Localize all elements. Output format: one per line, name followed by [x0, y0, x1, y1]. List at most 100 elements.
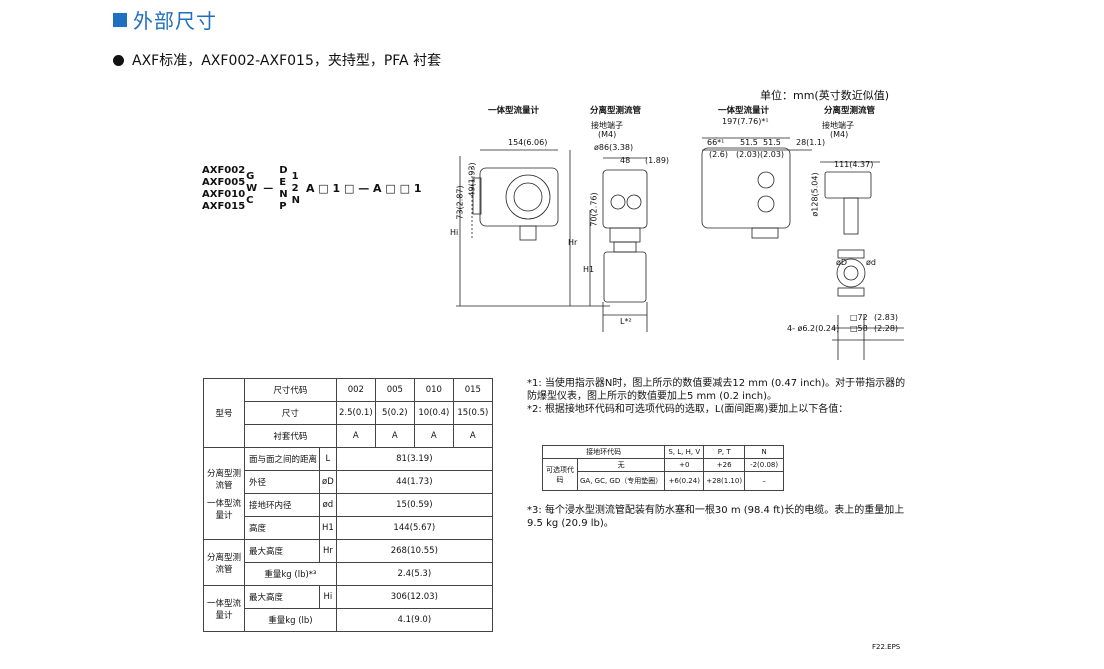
label-d111: 111(4.37) — [834, 160, 874, 169]
group-remote-tube: 分离型测流管 — [206, 468, 241, 491]
label-d86: ø86(3.38) — [594, 143, 634, 152]
suffix2-list: D E N P — [279, 165, 287, 213]
label-d189: (1.89) — [645, 156, 670, 165]
size-code-cell: 005 — [374, 378, 415, 402]
size-cell: 10(0.4) — [413, 401, 454, 425]
lining-cell: A — [413, 424, 454, 448]
label-d70: 70(2.76) — [589, 192, 599, 227]
row-sym: Hi — [319, 585, 337, 609]
display-window — [505, 174, 551, 220]
opt-value: -2(0.08) — [744, 458, 785, 472]
suffix1-list: G W C — [246, 171, 257, 207]
suffix3-item: N — [291, 195, 300, 206]
label-d128: ø128(5.04) — [810, 172, 820, 217]
size-cell: 15(0.5) — [452, 401, 493, 425]
label-d203b: (2.03) — [760, 150, 785, 159]
section-title: 外部尺寸 — [113, 5, 217, 34]
lining-cell: A — [374, 424, 415, 448]
lining-cell: A — [452, 424, 493, 448]
label-od: øD — [836, 258, 848, 267]
label-remote-left: 分离型测流管 — [590, 106, 642, 116]
note-3: *3: 每个浸水型测流管配装有防水塞和一根30 m (98.4 ft)长的电缆。… — [527, 505, 905, 529]
label-sq72: □72 — [850, 313, 868, 322]
label-h1: H1 — [583, 265, 595, 274]
flow-tube — [603, 251, 647, 303]
size-code-cell: 010 — [413, 378, 454, 402]
label-d283: (2.83) — [874, 313, 899, 322]
note-2: *2: 根据接地环代码和可选项代码的选取，L(面间距离)要加上以下各值： — [527, 404, 849, 415]
group-integral-meter: 一体型流量计 — [206, 498, 241, 521]
model-code: AXF002 AXF005 AXF010 AXF015 G W C — D E … — [202, 165, 421, 213]
label-d49: 49(1.93) — [467, 162, 477, 197]
row-value: 268(10.55) — [335, 539, 493, 563]
label-l: L*² — [620, 317, 632, 326]
opt-code: GA, GC, GD（专用垫圈） — [576, 471, 666, 491]
label-d28: 28(1.1) — [796, 138, 826, 147]
square-bullet-icon — [113, 12, 127, 27]
label-ground-terminal-right: 接地端子 — [822, 121, 854, 130]
opt-header: P, T — [703, 445, 746, 459]
label-d154: 154(6.06) — [508, 138, 548, 147]
section-title-text: 外部尺寸 — [133, 9, 217, 33]
row-name: 最大高度 — [243, 585, 321, 609]
model-label: 型号 — [203, 378, 245, 448]
row-value: 144(5.67) — [335, 516, 493, 540]
size-cell: 2.5(0.1) — [335, 401, 376, 425]
note-1: *1: 当使用指示器N时，图上所示的数值要减去12 mm (0.47 inch)… — [527, 378, 906, 402]
suffix2-item: P — [279, 201, 287, 212]
subtitle-text: AXF标准，AXF002-AXF015，夹持型，PFA 衬套 — [132, 53, 442, 69]
label-d197: 197(7.76)*¹ — [722, 117, 769, 126]
opt-value: +26 — [703, 458, 746, 472]
suffix3-item: 1 — [291, 171, 299, 182]
figure-code: F22.EPS — [872, 643, 901, 651]
opt-header: 接地环代码 — [541, 445, 666, 459]
spec-table: 型号 尺寸代码 002 005 010 015 尺寸 2.5(0.1) 5(0.… — [203, 378, 493, 632]
label-d66: 66*¹ — [707, 138, 725, 147]
dash: — — [263, 183, 274, 194]
opt-value: +0 — [664, 458, 705, 472]
size-code-label: 尺寸代码 — [244, 378, 337, 402]
label-d515a: 51.5 — [740, 138, 758, 147]
label-m4: (M4) — [598, 130, 617, 139]
row-sym: L — [319, 447, 337, 471]
label-d228: (2.28) — [874, 324, 899, 333]
lining-label: 衬套代码 — [244, 424, 337, 448]
group-label-combined: 分离型测流管 一体型流量计 — [203, 447, 245, 540]
suffix1-item: W — [246, 183, 258, 194]
label-hr: Hr — [568, 238, 578, 247]
suffix2-item: D — [279, 165, 288, 176]
notes: *1: 当使用指示器N时，图上所示的数值要减去12 mm (0.47 inch)… — [527, 377, 907, 416]
row-name: 重量kg (lb) — [244, 608, 337, 632]
opt-label: 可选项代码 — [542, 458, 578, 491]
subtitle: AXF标准，AXF002-AXF015，夹持型，PFA 衬套 — [113, 50, 441, 70]
row-value: 4.1(9.0) — [335, 608, 493, 632]
size-label: 尺寸 — [244, 401, 337, 425]
label-holes: 4- ø6.2(0.24) — [787, 324, 840, 333]
size-cell: 5(0.2) — [374, 401, 415, 425]
row-sym: H1 — [319, 516, 337, 540]
suffix1-item: C — [246, 195, 254, 206]
row-name: 高度 — [243, 516, 321, 540]
row-value: 306(12.03) — [335, 585, 493, 609]
row-sym: ød — [319, 493, 337, 517]
label-m4-right: (M4) — [830, 130, 849, 139]
label-d203a: (2.03) — [736, 150, 761, 159]
suffix2-item: N — [279, 189, 288, 200]
opt-value: +6(0.24) — [664, 471, 705, 491]
model-list: AXF002 AXF005 AXF010 AXF015 — [202, 165, 245, 213]
group-remote-tube-2: 分离型测流管 — [203, 539, 245, 586]
suffix2-item: E — [279, 177, 287, 188]
row-sym: øD — [319, 470, 337, 494]
label-integral-right: 一体型流量计 — [718, 106, 770, 116]
label-integral-left: 一体型流量计 — [488, 106, 540, 116]
model-tail: A □ 1 □ — A □ □ 1 — [305, 182, 422, 195]
row-value: 15(0.59) — [335, 493, 493, 517]
model-item: AXF010 — [202, 189, 246, 200]
row-value: 44(1.73) — [335, 470, 493, 494]
remote-terminal-box — [824, 171, 872, 199]
row-name: 接地环内径 — [243, 493, 321, 517]
suffix1-item: G — [246, 171, 255, 182]
row-name: 重量kg (lb)*³ — [244, 562, 337, 586]
option-table: 接地环代码 S, L, H, V P, T N 可选项代码 无 +0 +26 -… — [541, 445, 785, 491]
row-name: 面与面之间的距离 — [243, 447, 321, 471]
